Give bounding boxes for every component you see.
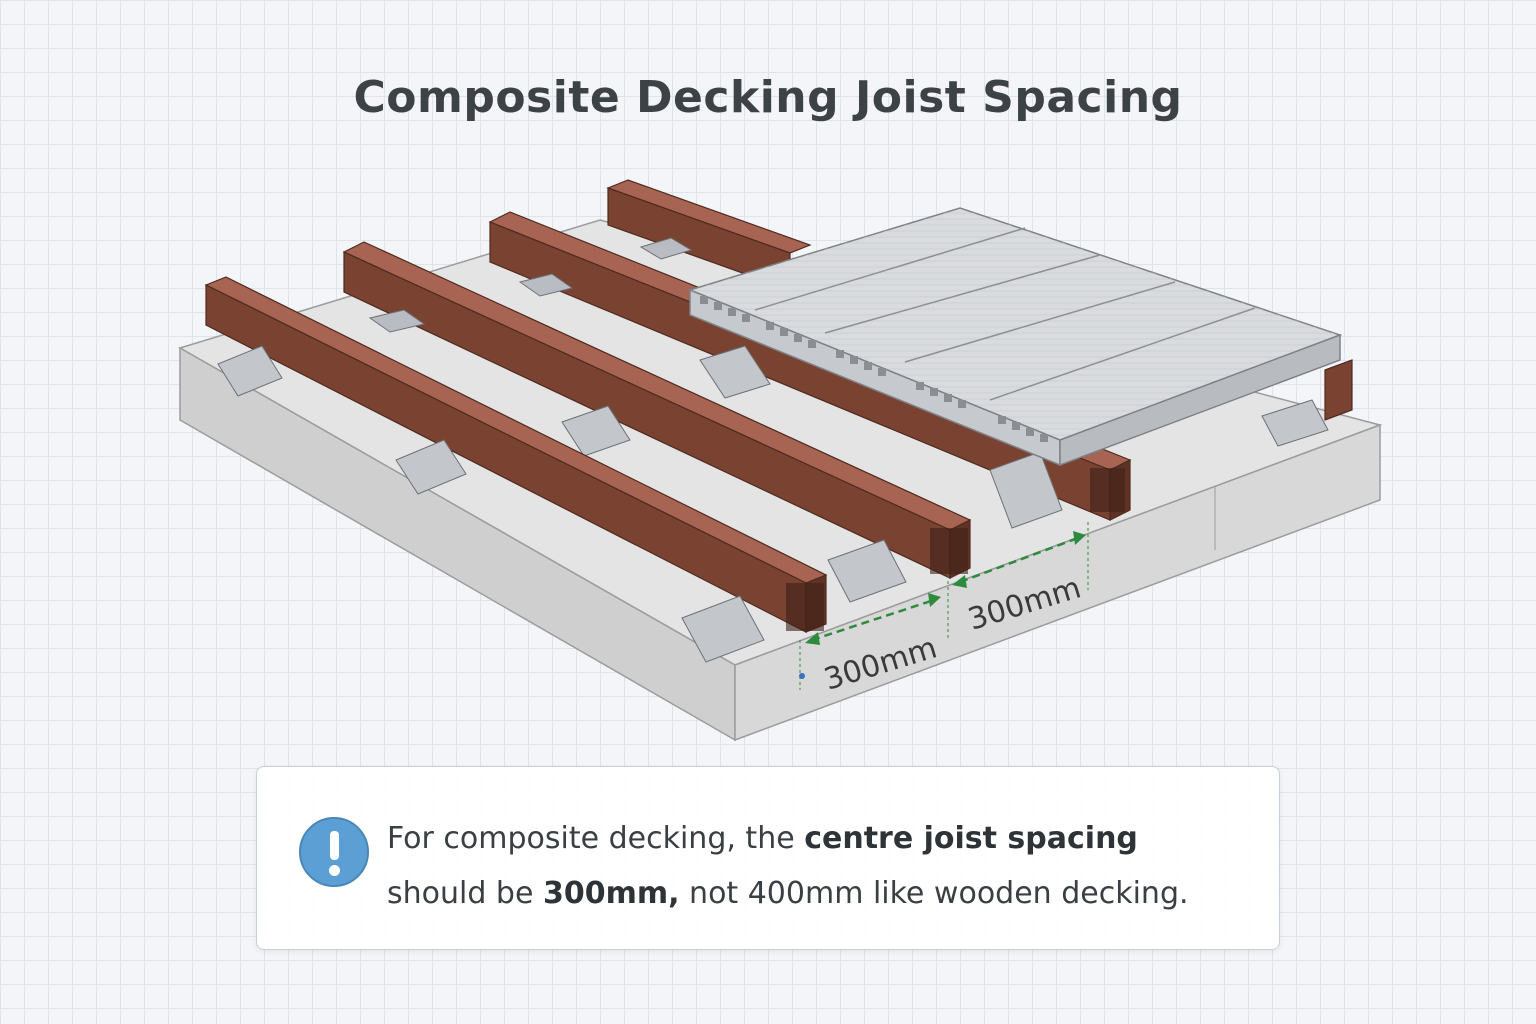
note-line1-prefix: For composite decking, the	[387, 821, 805, 856]
page-title: Composite Decking Joist Spacing	[353, 72, 1183, 123]
info-callout-text: For composite decking, the centre joist …	[387, 811, 1257, 921]
joist-2	[342, 241, 972, 603]
joist-4	[606, 179, 812, 291]
info-callout: For composite decking, the centre joist …	[256, 766, 1280, 950]
note-line2-suffix: not 400mm like wooden decking.	[679, 876, 1189, 911]
note-line2-prefix: should be	[387, 876, 543, 911]
deck-boards	[687, 207, 1343, 467]
dimension-lines	[799, 522, 1089, 690]
joist-1	[204, 276, 828, 663]
info-exclamation-icon	[299, 817, 369, 887]
note-line2-bold: 300mm,	[542, 876, 680, 911]
note-line1-bold: centre joist spacing	[804, 821, 1138, 856]
joist-back-right	[1261, 359, 1353, 447]
